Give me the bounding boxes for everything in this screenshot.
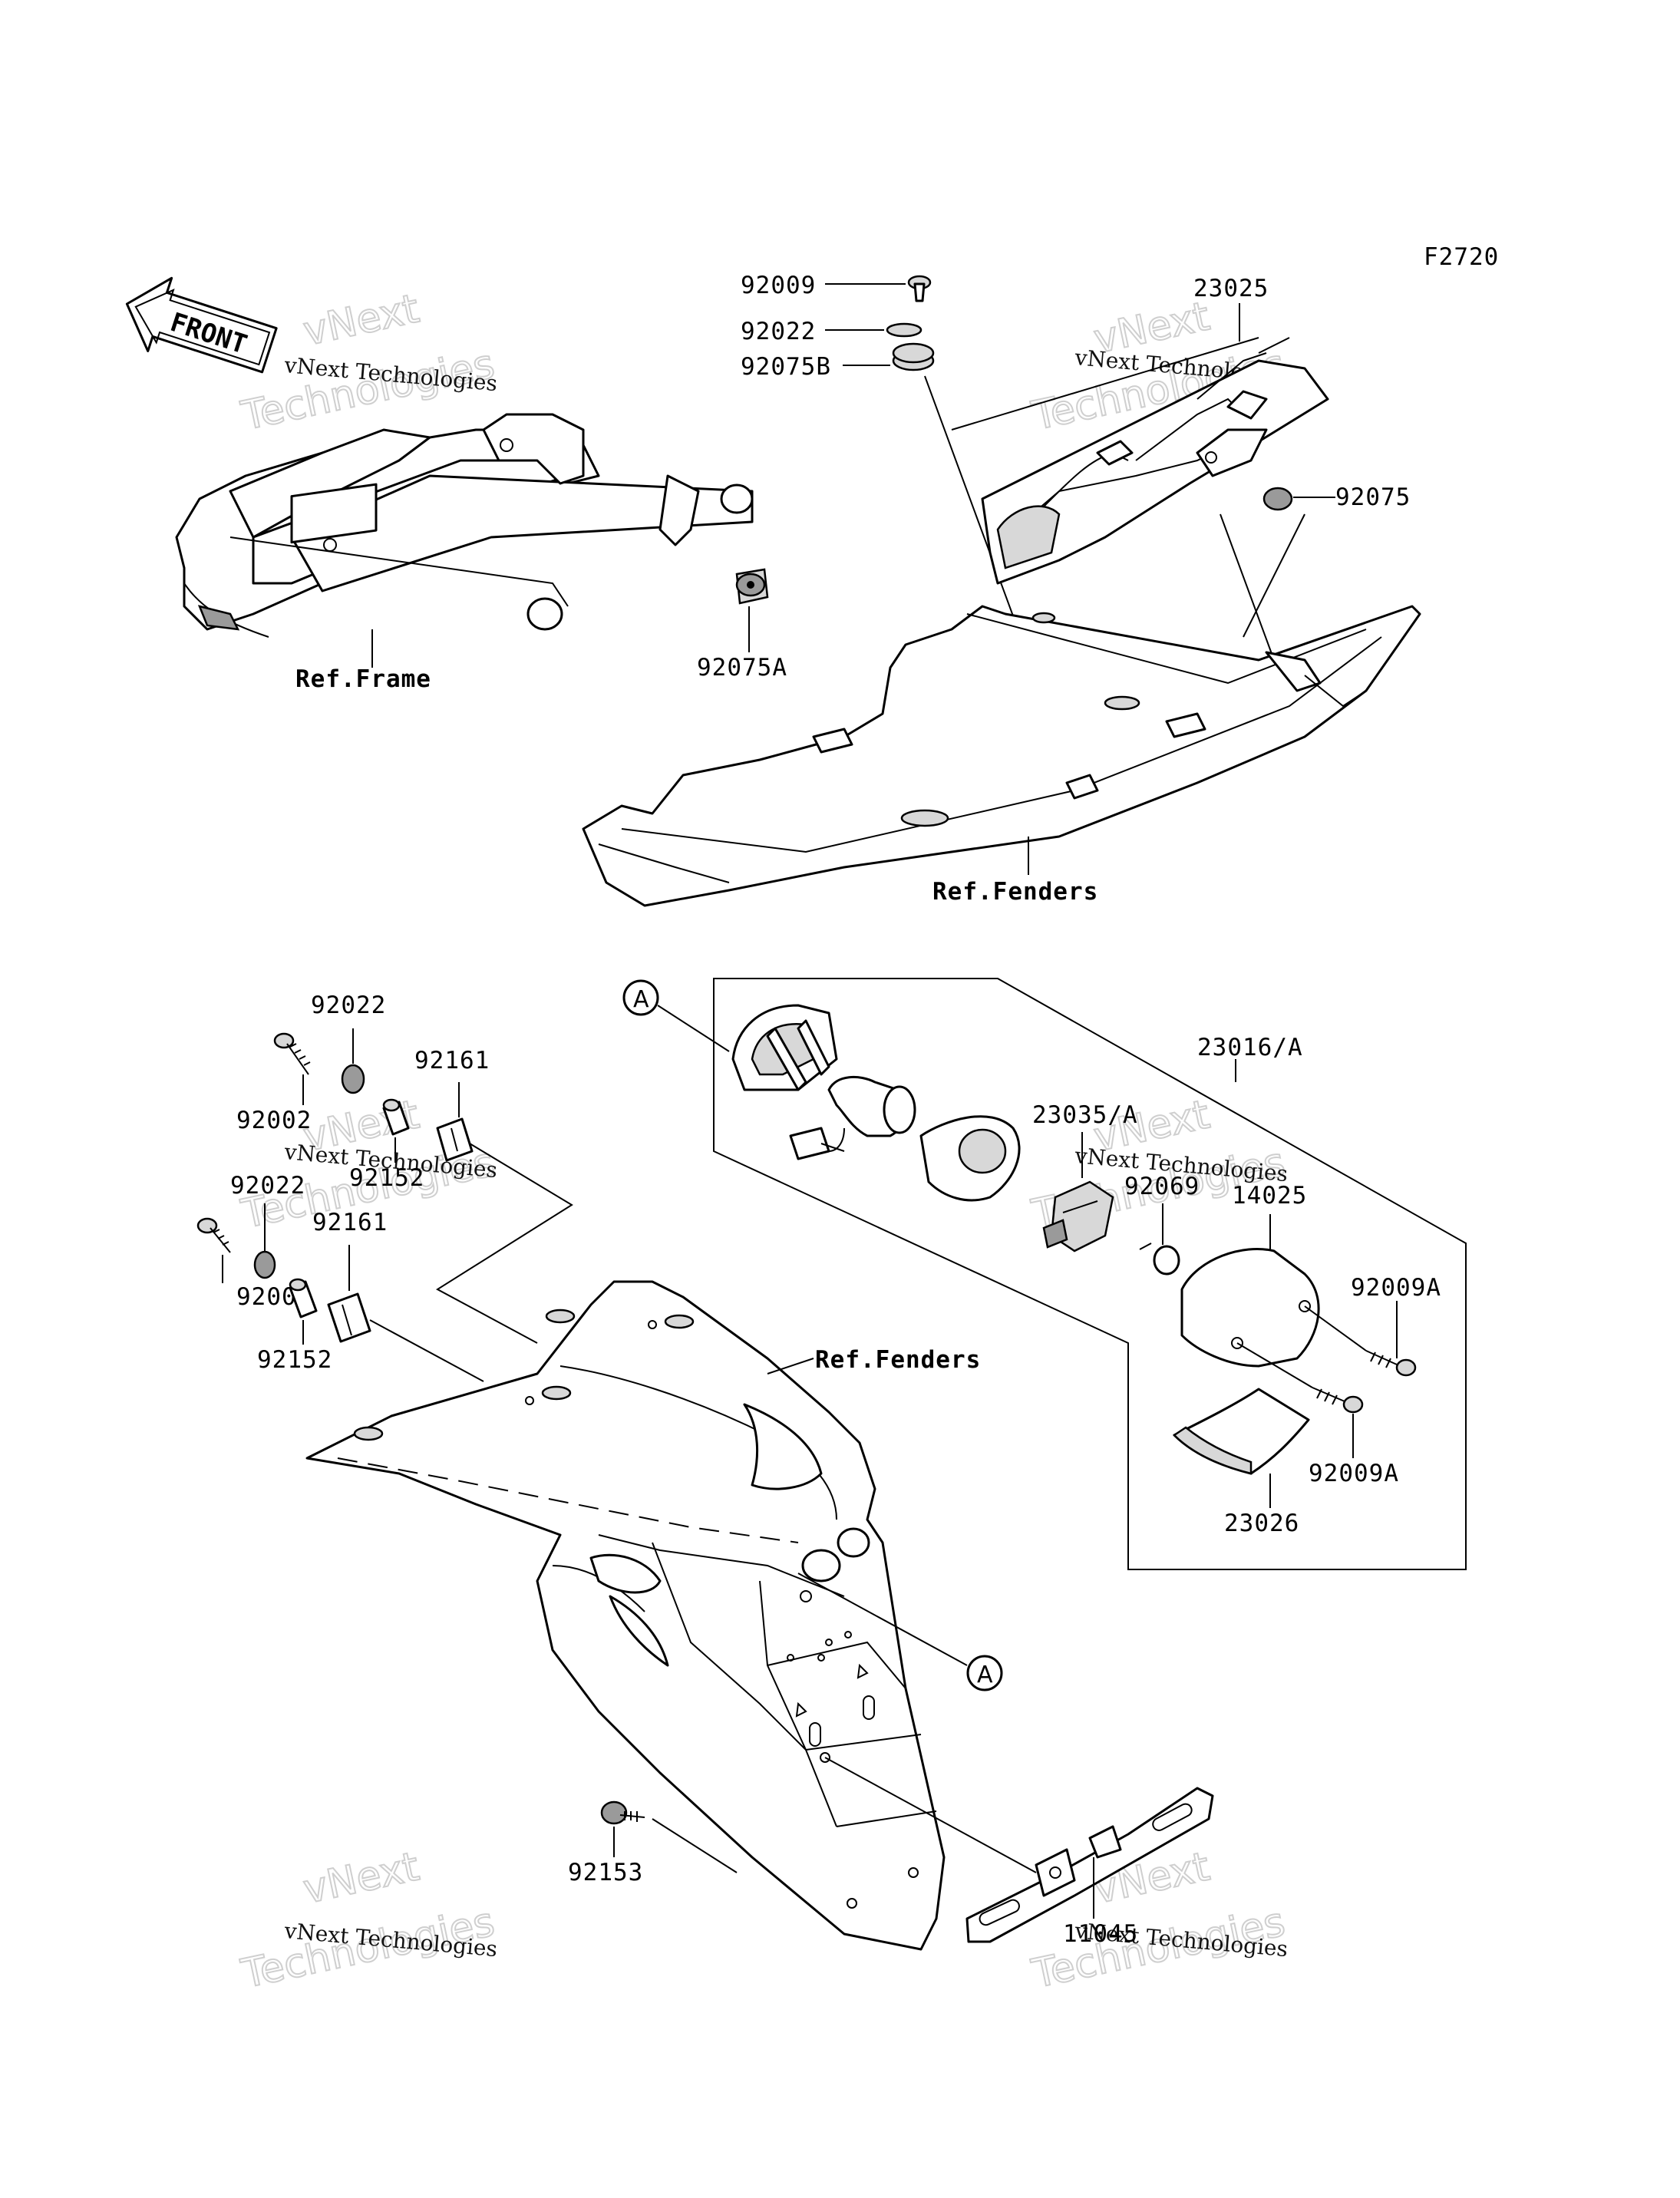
label-92002-a: 92002	[236, 1107, 312, 1134]
leader-92009a-a-long	[1304, 1305, 1367, 1351]
license-bracket-11045-drawing	[965, 1787, 1214, 1943]
damper-92161-b-icon	[327, 1292, 371, 1343]
leader-92153-long	[652, 1818, 738, 1873]
bolt-92153-icon	[600, 1800, 645, 1825]
label-23016a: 23016/A	[1197, 1034, 1303, 1061]
label-92069: 92069	[1124, 1173, 1200, 1200]
grommet-92075a-icon	[735, 568, 769, 605]
leader-92161-a-long	[436, 1143, 573, 1344]
screw-92002-a-icon	[273, 1032, 311, 1075]
label-92022-a: 92022	[311, 992, 386, 1019]
label-92075b: 92075B	[741, 353, 831, 381]
screw-92009a-a-icon	[1365, 1350, 1417, 1377]
reflector-23026-drawing	[1173, 1388, 1310, 1475]
rear-fender-drawing	[305, 1280, 946, 1951]
socket-23035a-icon	[1042, 1180, 1114, 1252]
leader-92075-long-a	[1220, 513, 1275, 661]
collar-92152-a-icon	[382, 1098, 410, 1136]
screw-92002-b-icon	[196, 1217, 231, 1253]
label-23035a: 23035/A	[1032, 1101, 1138, 1129]
label-ref-fenders-top: Ref.Fenders	[932, 878, 1098, 906]
leader-92009a-b-long	[1236, 1342, 1313, 1388]
label-ref-fenders-bottom: Ref.Fenders	[815, 1346, 981, 1374]
leader-92161-b-long	[369, 1319, 484, 1382]
leader-callout-a-bottom	[797, 1573, 968, 1666]
label-92022-top: 92022	[741, 318, 816, 345]
front-arrow-icon: FRONT	[125, 276, 278, 374]
bulb-92069-icon	[1139, 1243, 1180, 1276]
label-92161-b: 92161	[312, 1209, 388, 1236]
harness-bracket-23025-drawing	[951, 337, 1329, 585]
rear-seat-cowl-drawing	[582, 605, 1421, 907]
label-ref-frame: Ref.Frame	[295, 665, 431, 693]
damper-92161-a-icon	[436, 1117, 474, 1162]
tail-light-housing-drawing	[731, 1004, 1021, 1202]
figure-code: F2720	[1424, 243, 1499, 271]
label-92009a-b: 92009A	[1309, 1460, 1399, 1487]
label-92009a-a: 92009A	[1351, 1274, 1441, 1302]
svg-text:vNext: vNext	[299, 285, 423, 355]
label-92075: 92075	[1335, 483, 1411, 511]
label-23026: 23026	[1224, 1510, 1299, 1537]
callout-a-top-letter: A	[633, 986, 649, 1013]
label-11045: 11045	[1063, 1920, 1138, 1948]
label-23025: 23025	[1193, 275, 1269, 302]
label-14025: 14025	[1232, 1182, 1307, 1210]
callout-a-top	[622, 979, 659, 1016]
grommet-92075-icon	[1262, 487, 1293, 511]
label-92152-b: 92152	[257, 1346, 332, 1374]
screw-92009a-b-icon	[1312, 1387, 1364, 1414]
leader-11045-long	[824, 1757, 1037, 1873]
label-92153: 92153	[568, 1859, 643, 1886]
leader-92075-long-b	[1243, 513, 1305, 638]
washer-92022-a-icon	[341, 1064, 365, 1094]
label-92022-b: 92022	[230, 1172, 305, 1200]
collar-92152-b-icon	[289, 1278, 318, 1318]
screw-92009-icon	[907, 275, 932, 302]
callout-a-bottom	[966, 1655, 1003, 1691]
rear-frame-drawing	[175, 413, 754, 638]
grommet-92075b-icon	[892, 342, 935, 371]
label-92009: 92009	[741, 272, 816, 299]
svg-text:vNext: vNext	[299, 1843, 423, 1913]
leader-ref-fenders-bottom	[767, 1358, 814, 1375]
callout-a-bottom-letter: A	[977, 1662, 993, 1688]
label-92161-a: 92161	[414, 1047, 490, 1074]
leader-callout-a-top	[657, 1005, 730, 1052]
label-92075a: 92075A	[697, 654, 787, 682]
lens-14025-drawing	[1180, 1247, 1320, 1368]
label-92152-a: 92152	[349, 1164, 424, 1192]
washer-92022-b-icon	[253, 1250, 276, 1279]
watermark-bottom-left: vNext Technologies vNext Technologies	[236, 1843, 499, 1998]
watermark-top-left: vNext Technologies vNext Technologies	[236, 285, 499, 440]
tail-light-assembly-box	[713, 978, 1467, 1570]
washer-92022-top-icon	[886, 322, 923, 338]
